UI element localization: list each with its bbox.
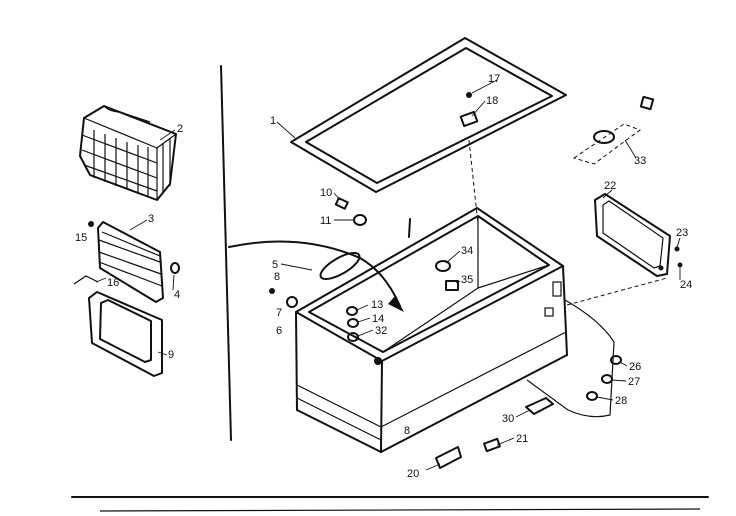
frame-part xyxy=(88,291,163,377)
hinge-nut-part xyxy=(286,296,298,308)
hose-arrowhead xyxy=(388,296,404,312)
callout-knob-13: 13 xyxy=(371,299,383,311)
hinge-screw-part xyxy=(269,288,275,294)
plug-21-part xyxy=(483,437,501,453)
callout-screw-15: 15 xyxy=(75,232,87,244)
bracket-11-part xyxy=(353,214,367,226)
callout-drain-30: 30 xyxy=(502,413,514,425)
callout-frame: 9 xyxy=(168,349,174,361)
callout-latch-18: 18 xyxy=(486,95,498,107)
bracket-35-part xyxy=(445,280,459,291)
callout-screw-17: 17 xyxy=(488,73,500,85)
callout-bracket-34: 34 xyxy=(461,245,473,257)
vertical-divider xyxy=(220,65,232,441)
foot-20-part xyxy=(435,446,462,469)
louver-panel-part xyxy=(97,221,164,303)
callout-grommet-24: 24 xyxy=(680,279,692,291)
screw-27-part xyxy=(601,374,613,384)
callout-bracket-35: 35 xyxy=(461,274,473,286)
callout-nut-28: 28 xyxy=(615,395,627,407)
clamp-26-part xyxy=(610,355,622,365)
drain-30-part xyxy=(525,397,554,415)
callout-clamp-26: 26 xyxy=(629,361,641,373)
screw-15-part xyxy=(88,221,94,227)
hose-part xyxy=(228,240,401,307)
pin-part xyxy=(408,218,411,238)
basket-part xyxy=(79,105,177,201)
callout-basket: 2 xyxy=(177,123,183,135)
callout-foot-20: 20 xyxy=(407,468,419,480)
callout-lid-gasket: 1 xyxy=(270,115,276,127)
callout-screw-27: 27 xyxy=(628,376,640,388)
callout-plug-21: 21 xyxy=(516,433,528,445)
callout-hinge-screw: 8 xyxy=(274,271,280,283)
washer-14-part xyxy=(347,318,359,328)
bracket-34-part xyxy=(435,260,451,272)
callout-bracket-11: 11 xyxy=(320,215,331,227)
callout-washer-14: 14 xyxy=(372,313,384,325)
guide-plate xyxy=(566,277,668,306)
callout-hose: 5 xyxy=(272,259,278,271)
thermostat-part xyxy=(572,95,655,165)
knob-13-part xyxy=(346,306,358,316)
freezer-cabinet xyxy=(295,207,568,453)
callout-bottom-ref: 8 xyxy=(404,425,410,437)
screw-10-part xyxy=(334,197,349,210)
leader-lines xyxy=(95,79,681,471)
callout-washer-32: 32 xyxy=(375,325,387,337)
callout-spring-16: 16 xyxy=(107,277,119,289)
callout-louver-panel: 3 xyxy=(148,213,154,225)
callout-screw-10: 10 xyxy=(320,187,332,199)
guide-cord xyxy=(526,299,615,418)
nut-28-part xyxy=(586,391,598,401)
washer-32-part xyxy=(347,332,359,342)
callout-hinge-nut: 6 xyxy=(276,325,282,337)
callouts: 1 2 3 4 5 6 7 8 9 10 11 13 14 15 16 17 1… xyxy=(75,73,692,480)
clip-4-part xyxy=(170,262,180,274)
callout-clip: 4 xyxy=(174,289,180,301)
screw-23-part xyxy=(674,246,680,252)
lid-gasket-frame xyxy=(290,37,567,193)
screw-17-part xyxy=(466,92,472,98)
spring-16-part xyxy=(73,275,99,285)
callout-thermostat-33: 33 xyxy=(634,155,646,167)
cover-plate-part xyxy=(594,193,683,277)
guide-lid xyxy=(468,139,479,225)
hose-fitting xyxy=(319,252,361,280)
bottom-rule-2 xyxy=(99,508,701,512)
callout-cover-plate: 22 xyxy=(604,180,616,192)
callout-screw-23: 23 xyxy=(676,227,688,239)
latch-18-part xyxy=(459,110,479,128)
callout-hinge-washer: 7 xyxy=(276,307,282,319)
